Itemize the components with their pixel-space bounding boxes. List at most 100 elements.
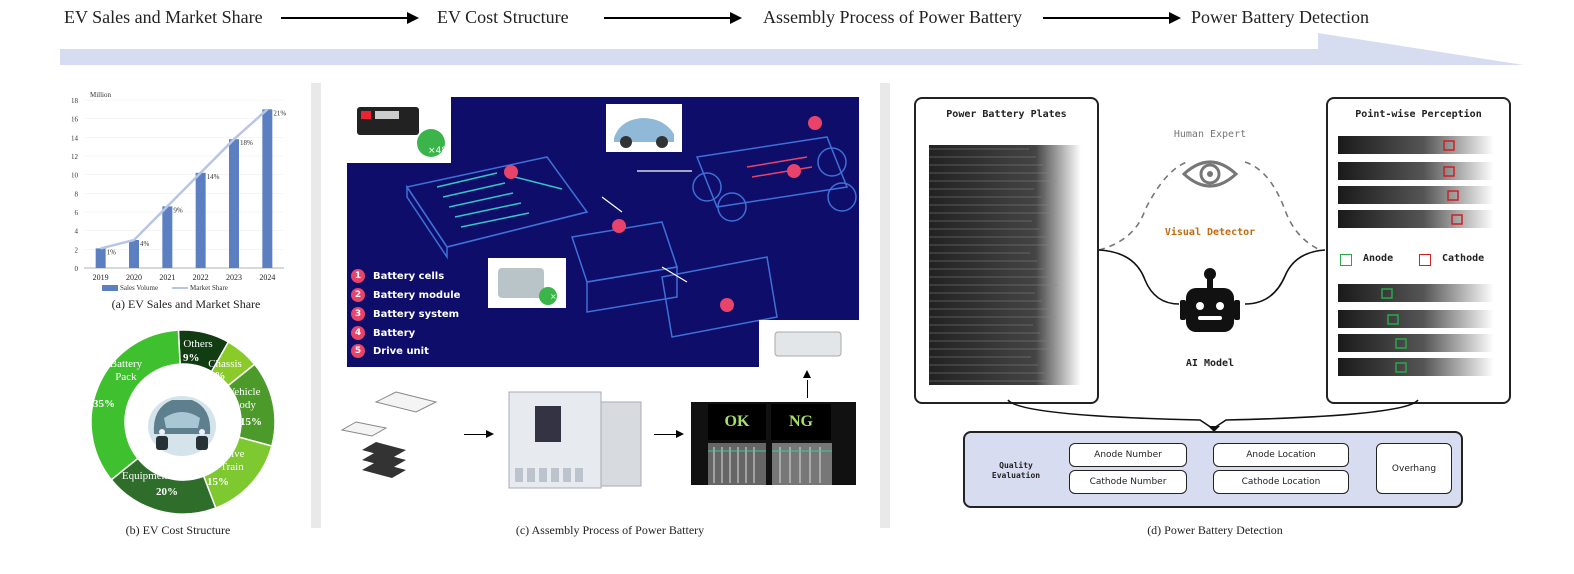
caption-d: (d) Power Battery Detection — [1147, 523, 1283, 537]
arrow-head-icon — [486, 430, 494, 438]
flow-connectors — [1098, 161, 1326, 305]
y-tick-label: 12 — [71, 153, 79, 161]
y-tick-label: 14 — [71, 134, 79, 142]
xray-strips — [708, 443, 832, 485]
cathode-strip — [1338, 136, 1494, 154]
electrode-stack-icon — [340, 391, 438, 478]
car-photo — [606, 104, 682, 152]
anode-box — [1395, 338, 1407, 349]
x-tick-label: 2019 — [93, 273, 109, 282]
anode-box — [1381, 288, 1393, 299]
stage-ev-cost: EV Cost Structure — [437, 7, 569, 27]
anode-location-box: Anode Location — [1213, 443, 1349, 467]
cathode-box — [1443, 140, 1455, 151]
anode-strip — [1338, 334, 1494, 352]
cathode-legend-icon — [1419, 254, 1431, 266]
battery-pack-photo — [347, 97, 451, 163]
flow-arrow — [654, 434, 678, 435]
panel-divider — [880, 83, 890, 528]
segment-pct-battery-pack: 35% — [93, 398, 115, 410]
battery-cell-photo — [759, 320, 859, 367]
multiplier-4: ×4 — [550, 292, 562, 301]
slice-battery-pack — [90, 329, 181, 481]
market-share-label: 18% — [240, 139, 253, 147]
assembly-drawing — [405, 116, 857, 338]
anode-legend-label: Anode — [1363, 253, 1394, 264]
market-share-label: 21% — [273, 109, 286, 117]
bar-2021 — [162, 206, 173, 268]
cathode-strip — [1338, 186, 1494, 204]
y-tick-label: 10 — [71, 172, 79, 180]
cathode-box — [1447, 190, 1459, 201]
human-expert-label: Human Expert — [1173, 129, 1247, 140]
stage-assembly: Assembly Process of Power Battery — [763, 7, 1022, 27]
cathode-strip — [1338, 210, 1494, 228]
market-share-label: 9% — [173, 206, 183, 214]
overhang-box: Overhang — [1376, 443, 1452, 494]
eye-icon — [1181, 160, 1239, 188]
segment-pct-others: 9% — [183, 352, 200, 364]
x-tick-label: 2020 — [126, 273, 142, 282]
x-tick-label: 2024 — [259, 273, 275, 282]
market-share-label: 4% — [140, 240, 150, 248]
cathode-box — [1443, 166, 1455, 177]
perception-title: Point-wise Perception — [1355, 109, 1482, 120]
x-tick-label: 2021 — [159, 273, 175, 282]
stage-ev-sales: EV Sales and Market Share — [64, 7, 263, 27]
cathode-strip — [1338, 162, 1494, 180]
cathode-number-box: Cathode Number — [1069, 470, 1187, 494]
unit-label: Million — [90, 91, 112, 99]
segment-label-battery-pack: Battery Pack — [109, 358, 143, 383]
bar-2022 — [195, 172, 206, 268]
anode-strip — [1338, 284, 1494, 302]
y-tick-label: 6 — [75, 209, 79, 217]
segment-label-vehicle-body: Vehicle Body — [227, 386, 261, 411]
anode-strip — [1338, 358, 1494, 376]
segment-label-drive-train: Drive Train — [219, 448, 245, 473]
robot-icon — [1180, 268, 1240, 332]
arrow-head-icon — [730, 12, 742, 24]
arrow-head-icon — [676, 430, 684, 438]
flow-arrow — [464, 434, 488, 435]
legend-share-label: Market Share — [190, 284, 228, 292]
detection-machine-icon — [508, 391, 642, 489]
cathode-legend-label: Cathode — [1442, 253, 1485, 264]
car-icon — [148, 396, 216, 456]
legend-sales-swatch — [102, 285, 118, 291]
market-share-line — [100, 108, 269, 250]
battery-plates-image — [929, 145, 1081, 385]
visual-detector-label: Visual Detector — [1164, 227, 1256, 238]
cost-donut-chart — [90, 329, 276, 515]
caption-b: (b) EV Cost Structure — [125, 523, 231, 537]
segment-label-others: Others — [183, 338, 213, 350]
bar-2019 — [95, 248, 106, 268]
segment-pct-chassis: 6% — [209, 370, 226, 382]
plates-title: Power Battery Plates — [946, 109, 1067, 120]
bar-2023 — [229, 139, 239, 268]
y-tick-label: 18 — [71, 97, 79, 105]
flow-arrow — [1043, 17, 1171, 19]
flow-arrow — [281, 17, 409, 19]
ok-result: OK — [708, 404, 766, 440]
y-tick-label: 4 — [75, 228, 79, 236]
legend-sales-label: Sales Volume — [120, 284, 158, 292]
bar-2024 — [262, 109, 273, 268]
progress-wedge — [60, 33, 1524, 65]
anode-box — [1395, 362, 1407, 373]
anode-strip — [1338, 310, 1494, 328]
multiplier-48: ×48 — [428, 146, 447, 156]
cathode-location-box: Cathode Location — [1213, 470, 1349, 494]
flow-arrow — [604, 17, 732, 19]
x-tick-label: 2023 — [226, 273, 242, 282]
y-tick-label: 8 — [75, 190, 79, 198]
ai-model-label: AI Model — [1185, 358, 1235, 369]
arrow-up-icon — [803, 370, 811, 378]
merge-arrows — [1007, 399, 1419, 432]
arrow-head-icon — [1169, 12, 1181, 24]
anode-legend-icon — [1340, 254, 1352, 266]
